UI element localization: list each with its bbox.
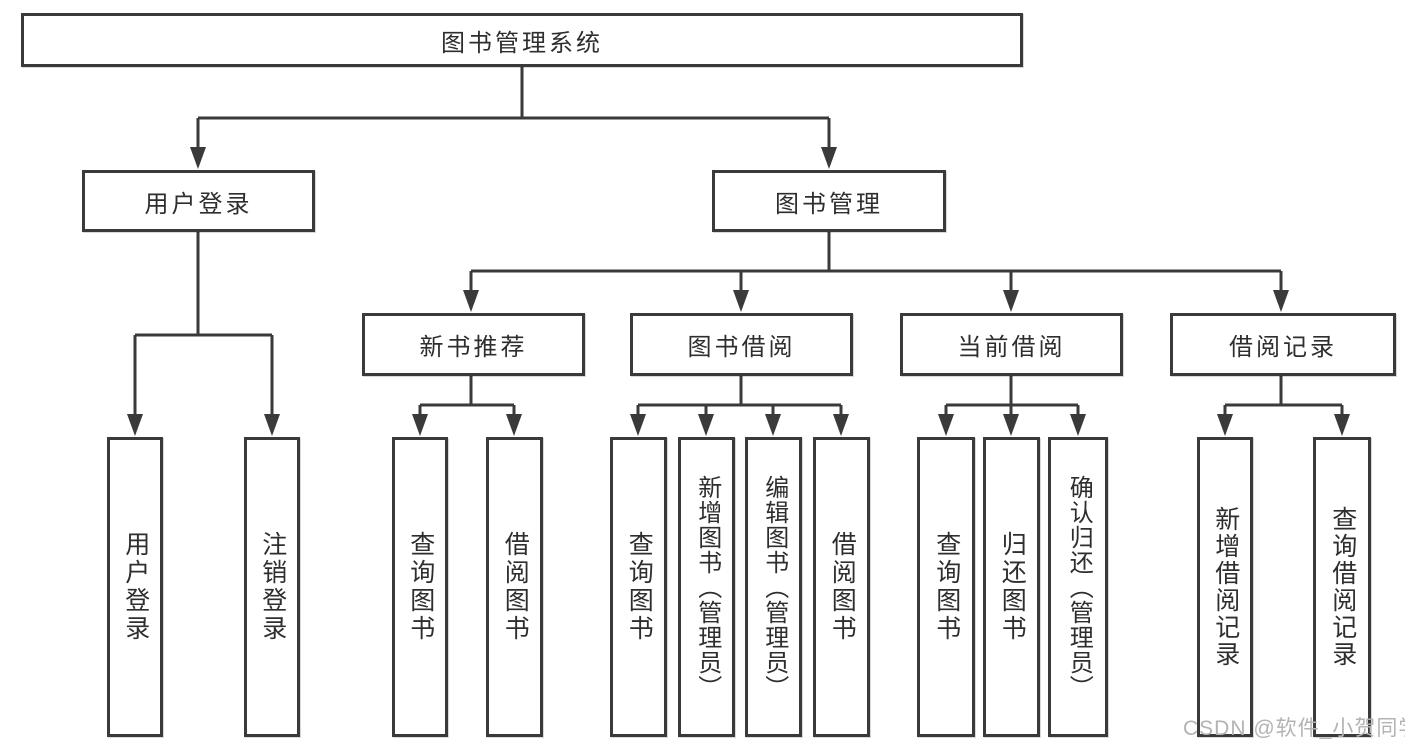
node-user-login: 用户登录: [82, 170, 315, 232]
node-book-borrow: 图书借阅: [630, 313, 853, 376]
arrow-down-icon: [190, 147, 206, 169]
node-new-book-recommend: 新书推荐: [362, 313, 585, 376]
arrow-down-icon: [127, 414, 143, 436]
csdn-watermark: CSDN @软件_小贺同学: [1183, 717, 1405, 740]
arrow-down-icon: [765, 414, 781, 436]
arrow-down-icon: [1273, 290, 1289, 312]
arrow-down-icon: [698, 414, 714, 436]
leaf-borrow-book: 借阅图书: [813, 437, 870, 737]
node-current-borrow: 当前借阅: [900, 313, 1123, 376]
arrow-down-icon: [412, 414, 428, 436]
leaf-user-login: 用户登录: [107, 437, 163, 737]
leaf-edit-book-admin: 编辑图书（管理员）: [745, 437, 802, 737]
arrow-down-icon: [630, 414, 646, 436]
leaf-query-book-current: 查询图书: [917, 437, 975, 737]
arrow-down-icon: [463, 290, 479, 312]
connector-bookborrow-branch: [636, 376, 843, 418]
connector-root-to-level2: [196, 67, 831, 152]
connector-userlogin-branch: [133, 232, 274, 418]
leaf-return-book: 归还图书: [983, 437, 1040, 737]
connector-bookmgmt-branch: [469, 232, 1283, 295]
leaf-logout: 注销登录: [244, 437, 300, 737]
arrow-down-icon: [1003, 414, 1019, 436]
node-book-management: 图书管理: [712, 170, 946, 232]
leaf-confirm-return-admin: 确认归还（管理员）: [1048, 437, 1108, 737]
node-borrow-record: 借阅记录: [1170, 313, 1396, 376]
arrowheads: [127, 147, 1350, 436]
leaf-query-borrow-record: 查询借阅记录: [1313, 437, 1371, 737]
arrow-down-icon: [1070, 414, 1086, 436]
arrow-down-icon: [264, 414, 280, 436]
connector-borrowrecord-branch: [1223, 376, 1344, 418]
node-root-system: 图书管理系统: [21, 13, 1023, 67]
arrow-down-icon: [833, 414, 849, 436]
arrow-down-icon: [733, 290, 749, 312]
arrow-down-icon: [1217, 414, 1233, 436]
arrow-down-icon: [1334, 414, 1350, 436]
connector-currentborrow-branch: [944, 376, 1080, 418]
arrow-down-icon: [506, 414, 522, 436]
arrow-down-icon: [1003, 290, 1019, 312]
leaf-borrow-book-newbook: 借阅图书: [486, 437, 543, 737]
leaf-add-book-admin: 新增图书（管理员）: [678, 437, 735, 737]
leaf-query-book-borrow: 查询图书: [610, 437, 667, 737]
leaf-add-borrow-record: 新增借阅记录: [1197, 437, 1253, 737]
arrow-down-icon: [821, 147, 837, 169]
connector-newbook-branch: [418, 376, 516, 418]
leaf-query-book-newbook: 查询图书: [392, 437, 448, 737]
arrow-down-icon: [938, 414, 954, 436]
